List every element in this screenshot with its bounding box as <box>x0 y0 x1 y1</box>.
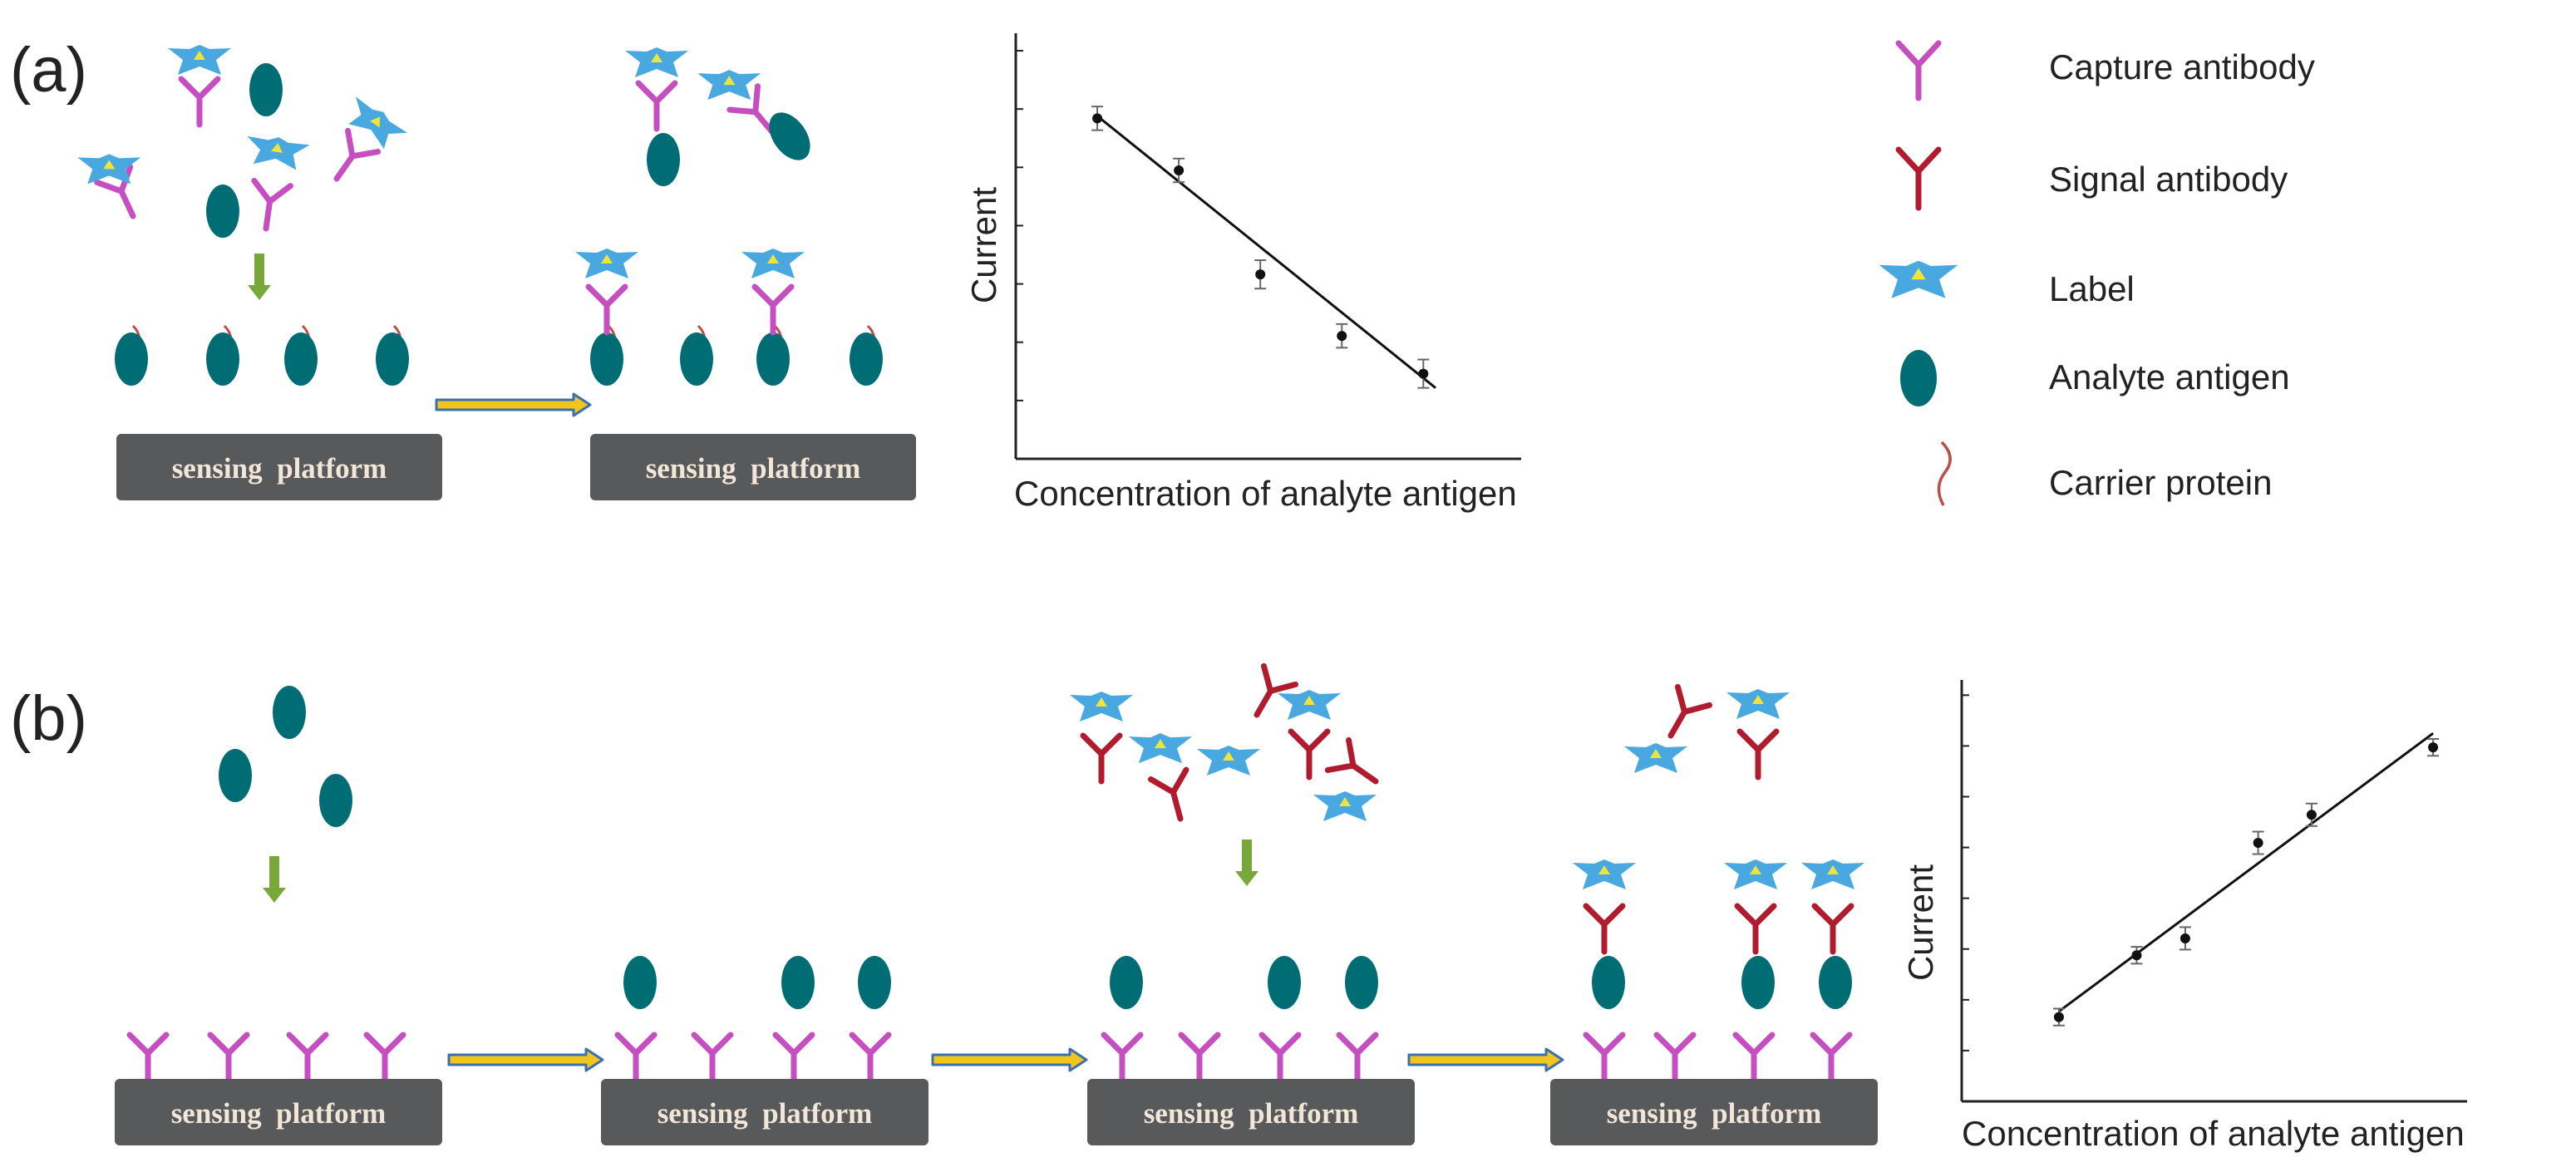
fit-line <box>2058 732 2434 1013</box>
platform-label: sensing platform <box>658 1097 873 1130</box>
panel-b-capture-antibodies-1 <box>130 1035 403 1081</box>
data-point <box>2306 810 2317 820</box>
labeled-capture-antibody <box>311 93 410 197</box>
plot-b-ylabel: Current <box>1901 864 1940 981</box>
fit-line <box>1096 115 1436 389</box>
right-arrow <box>435 392 592 417</box>
down-arrow <box>1235 840 1258 886</box>
platform-label: sensing platform <box>646 452 861 485</box>
signal-antibody-icon <box>1895 146 1942 211</box>
data-point <box>1255 269 1266 280</box>
labeled-capture-antibody <box>168 45 231 125</box>
platform-label: sensing platform <box>1607 1097 1822 1130</box>
antigen-icon <box>1900 350 1937 406</box>
down-arrow <box>263 856 286 903</box>
data-point <box>2428 742 2439 753</box>
capture-antibody-icon <box>1895 40 1942 101</box>
panel-b-antigens-3 <box>1104 956 1378 1081</box>
panel-a-free-reagents <box>77 45 410 300</box>
plot-a-ylabel: Current <box>964 187 1003 303</box>
plot-a: Current Concentration of analyte antigen <box>964 33 1521 513</box>
data-point <box>1174 165 1185 175</box>
antigen <box>206 185 239 238</box>
plot-b-xlabel: Concentration of analyte antigen <box>1962 1114 2465 1153</box>
sensing-platform: sensing platform <box>601 1079 928 1145</box>
right-arrow <box>447 1047 604 1072</box>
legend: Capture antibody Signal antibody Label A… <box>1879 40 2315 506</box>
platform-label: sensing platform <box>171 1097 387 1130</box>
legend-label: Signal antibody <box>2049 160 2288 199</box>
legend-label: Capture antibody <box>2049 47 2315 86</box>
panel-a-carrier-antigens-1 <box>115 324 409 386</box>
plot-a-xlabel: Concentration of analyte antigen <box>1014 474 1517 513</box>
legend-label: Analyte antigen <box>2049 357 2290 396</box>
panel-b-tag: (b) <box>10 683 87 754</box>
legend-label: Label <box>2049 269 2135 308</box>
data-point <box>2180 933 2190 943</box>
panel-b-captured-antigens <box>618 956 891 1081</box>
labeled-capture-antibody <box>77 154 163 231</box>
labeled-capture-antibody <box>243 132 311 233</box>
platform-label: sensing platform <box>172 452 387 485</box>
sensing-platform: sensing platform <box>1087 1079 1415 1145</box>
panel-b-free-antigens <box>219 686 352 903</box>
right-arrow <box>931 1047 1088 1072</box>
data-point <box>1337 331 1347 342</box>
data-point <box>1092 113 1103 124</box>
panel-a-carrier-antigens-2 <box>575 249 883 386</box>
data-point <box>2131 950 2142 961</box>
down-arrow <box>248 254 271 300</box>
carrier-protein-icon <box>1937 441 1952 506</box>
sensing-platform: sensing platform <box>590 434 916 500</box>
panel-b-unbound-reagents <box>1624 687 1790 777</box>
data-point <box>2053 1012 2064 1022</box>
legend-label: Carrier protein <box>2049 463 2272 502</box>
sensing-platform: sensing platform <box>116 434 442 500</box>
panel-b-sandwich-complexes <box>1573 859 1864 1081</box>
panel-b-free-signal-antibodies <box>1070 666 1387 886</box>
data-point <box>2253 838 2263 849</box>
label-star-icon <box>1879 260 1958 298</box>
antigen <box>249 63 283 116</box>
right-arrow <box>1407 1047 1564 1072</box>
sensing-platform: sensing platform <box>1550 1079 1878 1145</box>
panel-a-tag: (a) <box>10 35 87 106</box>
panel-a-unbound-reagents <box>625 47 810 186</box>
sensing-platform: sensing platform <box>115 1079 442 1145</box>
plot-b: Current Concentration of analyte antigen <box>1901 680 2467 1153</box>
platform-label: sensing platform <box>1144 1097 1359 1130</box>
data-point <box>1418 368 1429 379</box>
